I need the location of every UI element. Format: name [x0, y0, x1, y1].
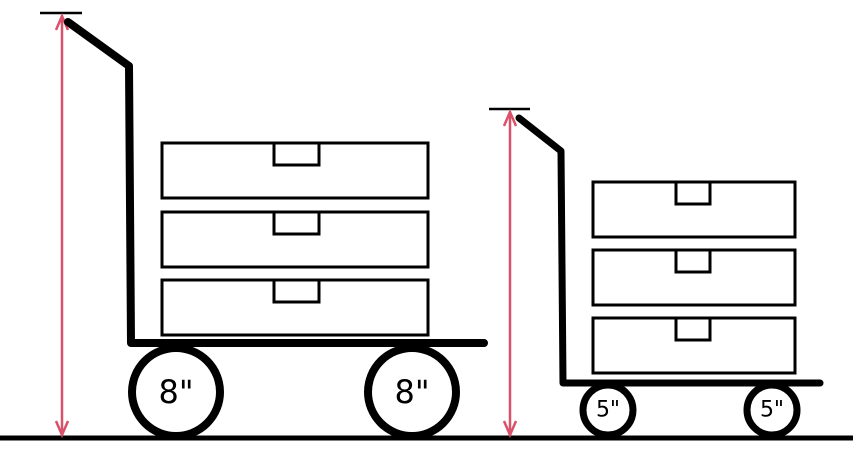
small-cart-wheel-left-label: 5" — [596, 398, 620, 423]
large-cart: 8" 8" — [40, 11, 488, 440]
large-cart-height-measure — [40, 11, 82, 439]
small-cart-box-top-handle — [674, 180, 712, 206]
large-cart-handle-frame — [64, 18, 488, 347]
large-cart-wheel-left: 8" — [128, 344, 224, 440]
small-cart-wheel-right-label: 5" — [760, 398, 784, 423]
large-cart-boxes — [160, 141, 430, 337]
small-cart-handle-frame — [515, 114, 824, 387]
large-cart-wheel-right-label: 8" — [394, 373, 429, 411]
small-cart-wheel-right: 5" — [743, 381, 801, 439]
large-cart-box-middle-handle — [272, 210, 321, 236]
small-cart-arrow-head-top — [502, 108, 518, 127]
small-cart-arrow-head-bottom — [502, 420, 518, 439]
large-cart-wheel-right: 8" — [364, 344, 460, 440]
small-cart: 5" 5" — [489, 107, 824, 439]
large-cart-box-top-handle — [272, 141, 321, 167]
small-cart-wheel-left: 5" — [579, 381, 637, 439]
small-cart-box-bottom-handle — [674, 316, 712, 342]
small-cart-box-middle-handle — [674, 248, 712, 274]
large-cart-box-bottom-handle — [272, 278, 321, 304]
large-cart-wheel-left-label: 8" — [158, 373, 193, 411]
small-cart-height-measure — [489, 107, 530, 439]
small-cart-boxes — [591, 180, 797, 375]
large-cart-arrow-head-bottom — [54, 420, 70, 439]
